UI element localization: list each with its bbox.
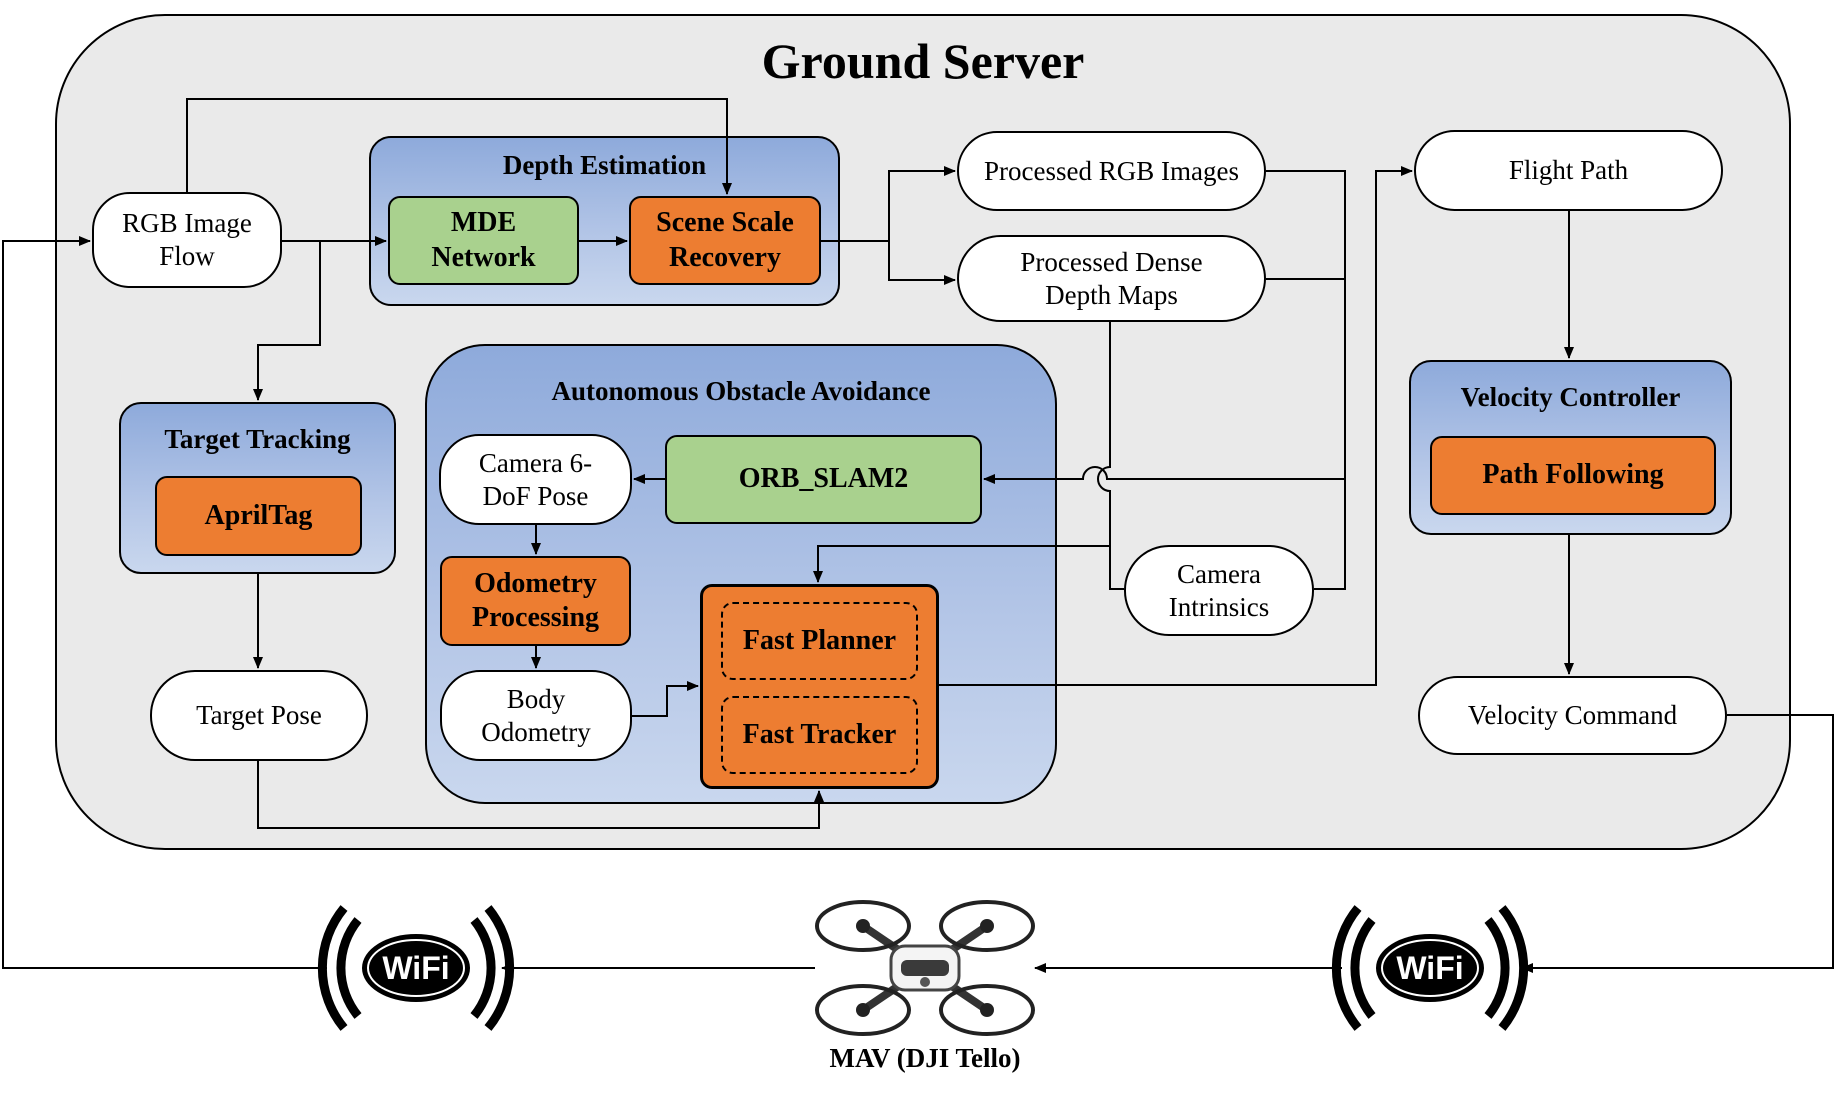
mde-network-node: MDE Network: [388, 196, 579, 285]
target-pose-label: Target Pose: [196, 700, 322, 731]
fast-planner-tracker-node: Fast Planner Fast Tracker: [700, 584, 939, 789]
arrow-rgb-to-scale: [186, 98, 732, 195]
odometry-processing-label: Odometry Processing: [471, 567, 600, 633]
line-rgb-to-bus: [1266, 170, 1346, 590]
path-following-label: Path Following: [1482, 459, 1664, 491]
obstacle-avoidance-title: Autonomous Obstacle Avoidance: [551, 376, 931, 406]
wifi-icon: WiFi: [317, 905, 515, 1031]
camera-pose-node: Camera 6- DoF Pose: [439, 434, 632, 525]
flight-path-node: Flight Path: [1414, 130, 1723, 211]
arrow-wifi-to-rgb: [2, 236, 327, 969]
fast-planner-node: Fast Planner: [721, 602, 918, 680]
flight-path-label: Flight Path: [1508, 155, 1629, 186]
scene-scale-recovery-label: Scene Scale Recovery: [656, 207, 794, 273]
scene-scale-recovery-node: Scene Scale Recovery: [629, 196, 821, 285]
arrow-scale-to-depth: [888, 241, 956, 285]
odometry-processing-node: Odometry Processing: [440, 556, 631, 646]
apriltag-label: AprilTag: [204, 499, 313, 531]
path-following-node: Path Following: [1430, 436, 1716, 515]
camera-intrinsics-node: Camera Intrinsics: [1124, 545, 1314, 636]
camera-pose-label: Camera 6- DoF Pose: [478, 447, 593, 511]
orb-slam2-node: ORB_SLAM2: [665, 435, 982, 524]
velocity-controller-title: Velocity Controller: [1460, 382, 1681, 412]
arrow-pose-to-tracker: [257, 761, 824, 829]
mde-network-label: MDE Network: [431, 207, 536, 273]
velocity-command-node: Velocity Command: [1418, 676, 1727, 755]
line-depth-down: [1097, 322, 1124, 590]
fast-planner-label: Fast Planner: [742, 625, 897, 656]
target-tracking-title: Target Tracking: [164, 424, 351, 454]
mav-caption: MAV (DJI Tello): [829, 1043, 1021, 1073]
target-pose-node: Target Pose: [150, 670, 368, 761]
processed-depth-maps-node: Processed Dense Depth Maps: [957, 235, 1266, 322]
rgb-image-flow-label: RGB Image Flow: [122, 208, 252, 271]
ground-server-title: Ground Server: [761, 33, 1085, 89]
drone-icon: [815, 900, 1035, 1036]
body-odometry-node: Body Odometry: [440, 670, 632, 761]
velocity-command-label: Velocity Command: [1467, 700, 1678, 731]
fast-tracker-label: Fast Tracker: [742, 719, 897, 750]
arrow-bus-to-orb: [983, 466, 1345, 484]
rgb-image-flow-node: RGB Image Flow: [92, 192, 282, 288]
svg-text:WiFi: WiFi: [1396, 950, 1463, 986]
arrow-command-to-wifi: [1521, 714, 1834, 973]
arrow-scale-to-rgb: [821, 166, 956, 242]
arrow-tracker-to-flightpath: [939, 166, 1413, 686]
fast-tracker-node: Fast Tracker: [721, 696, 918, 774]
processed-rgb-images-node: Processed RGB Images: [957, 131, 1266, 211]
orb-slam2-label: ORB_SLAM2: [738, 463, 909, 495]
depth-estimation-title: Depth Estimation: [502, 150, 707, 180]
wifi-icon: WiFi: [1331, 905, 1529, 1031]
camera-intrinsics-label: Camera Intrinsics: [1168, 558, 1270, 622]
processed-rgb-images-label: Processed RGB Images: [984, 155, 1239, 186]
arrow-body-to-planner: [632, 681, 699, 717]
arrow-to-fast-planner: [813, 545, 1110, 583]
processed-depth-maps-label: Processed Dense Depth Maps: [1020, 246, 1203, 310]
body-odometry-label: Body Odometry: [481, 683, 591, 747]
svg-text:WiFi: WiFi: [382, 950, 449, 986]
apriltag-node: AprilTag: [155, 476, 362, 556]
arrow-rgb-to-tracking: [253, 241, 321, 401]
